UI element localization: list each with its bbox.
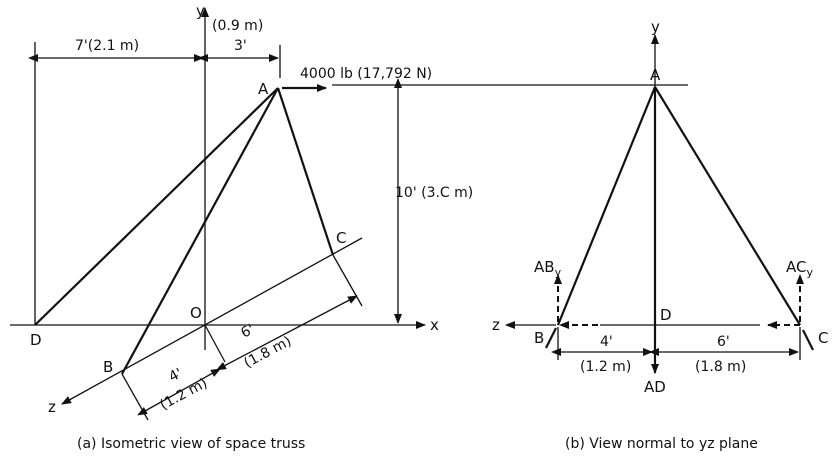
y-axis-label: y (196, 2, 205, 20)
support-C (802, 329, 814, 351)
x-axis-label: x (430, 316, 439, 334)
reaction-ABy-label: ABy (534, 258, 562, 279)
z-axis-label: z (48, 398, 56, 416)
point-C-label: C (336, 229, 346, 247)
dim-7ft-label: 7'(2.1 m) (75, 38, 139, 54)
point-A-label: A (258, 80, 269, 98)
point-B-label-b: B (534, 329, 544, 347)
caption-a: (a) Isometric view of space truss (77, 436, 305, 452)
dim-1.2m-label: (1.2 m) (157, 375, 210, 413)
dim-1.2m-label-b: (1.2 m) (580, 359, 631, 375)
c-extension-line (332, 254, 363, 307)
dim-4ft-label-b: 4' (600, 334, 613, 350)
dim-10ft-label: 10' (3.C m) (395, 185, 473, 201)
b-extension-line (121, 373, 149, 421)
dim-0.9m-label: (0.9 m) (212, 18, 263, 34)
z-axis-line (61, 237, 363, 405)
z-axis-label-b: z (492, 316, 500, 334)
o-extension-line (204, 324, 226, 363)
point-O-label: O (190, 304, 202, 322)
dim-4ft-line (137, 368, 221, 416)
member-AB (121, 87, 279, 375)
force-label: 4000 lb (17,792 N) (300, 66, 432, 82)
reaction-AD-label: AD (644, 378, 666, 396)
point-D-label-b: D (660, 306, 672, 324)
point-A-label-b: A (650, 66, 661, 84)
isometric-view: x y z 7'(2.1 m) 3' (0.9 m) A B C D O 400… (10, 2, 688, 452)
member-AC-b (654, 86, 801, 326)
reaction-ACy-label: ACy (786, 258, 813, 279)
member-AC (276, 87, 335, 256)
dim-6ft-line (216, 295, 358, 371)
dim-6ft-label-b: 6' (717, 334, 730, 350)
point-B-label: B (103, 358, 113, 376)
y-axis-label-b: y (651, 18, 660, 36)
support-B (545, 327, 557, 349)
member-AD (34, 87, 279, 326)
yz-plane-view: y A z ABy ACy AD B D C 4' (1.2 m) (492, 18, 828, 452)
dim-4ft-label: 4' (166, 365, 185, 385)
caption-b: (b) View normal to yz plane (565, 436, 758, 452)
dim-1.8m-label-b: (1.8 m) (695, 359, 746, 375)
point-D-label: D (30, 331, 42, 349)
member-AB-b (556, 86, 657, 326)
dim-3ft-label: 3' (234, 38, 247, 54)
point-C-label-b: C (818, 329, 828, 347)
